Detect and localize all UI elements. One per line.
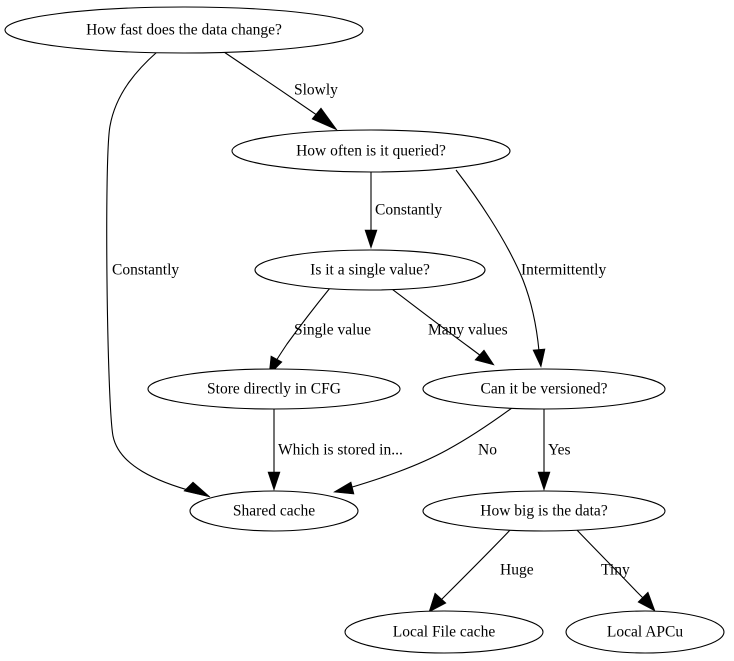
- node-label: How often is it queried?: [296, 143, 446, 160]
- edge-label: Single value: [294, 322, 371, 339]
- node-label: How big is the data?: [480, 503, 608, 520]
- node-ellipse[interactable]: [231, 129, 511, 173]
- node-file_cache[interactable]: Local File cache: [344, 610, 544, 654]
- edges-layer: [106, 51, 656, 613]
- edge-e_which_stored: [267, 409, 281, 491]
- node-ellipse[interactable]: [147, 368, 401, 410]
- arrowhead-icon: [364, 229, 378, 249]
- arrowhead-icon: [532, 348, 546, 368]
- edge-labels-layer: ConstantlySlowlyConstantlyIntermittently…: [112, 82, 630, 579]
- arrowhead-icon: [311, 107, 338, 131]
- node-ellipse[interactable]: [565, 610, 725, 654]
- node-ellipse[interactable]: [189, 490, 359, 532]
- edge-label: Tiny: [601, 562, 630, 579]
- node-single[interactable]: Is it a single value?: [254, 249, 486, 291]
- edge-label: Slowly: [294, 82, 338, 99]
- node-label: Is it a single value?: [310, 262, 430, 279]
- node-versioned[interactable]: Can it be versioned?: [422, 368, 666, 410]
- node-shared[interactable]: Shared cache: [189, 490, 359, 532]
- edge-e_no: [333, 404, 517, 495]
- edge-line: [455, 169, 540, 352]
- edge-e_tiny: [574, 527, 656, 612]
- edge-label: Constantly: [375, 202, 442, 219]
- nodes-layer: How fast does the data change? How often …: [4, 6, 725, 654]
- edge-label: Constantly: [112, 262, 179, 279]
- edge-e_constantly_root: [106, 51, 211, 498]
- node-ellipse[interactable]: [4, 6, 364, 54]
- node-label: How fast does the data change?: [86, 22, 282, 39]
- edge-e_many_values: [391, 288, 495, 366]
- node-ellipse[interactable]: [422, 490, 666, 532]
- edge-label: No: [478, 442, 497, 459]
- node-store_cfg[interactable]: Store directly in CFG: [147, 368, 401, 410]
- node-label: Local File cache: [393, 624, 496, 641]
- node-label: Local APCu: [607, 624, 683, 641]
- arrowhead-icon: [474, 349, 495, 366]
- edge-line: [391, 288, 482, 357]
- edge-label: Yes: [548, 442, 571, 459]
- edge-line: [439, 527, 513, 602]
- edge-label: Huge: [500, 562, 534, 579]
- node-ellipse[interactable]: [254, 249, 486, 291]
- node-how_fast[interactable]: How fast does the data change?: [4, 6, 364, 54]
- arrowhead-icon: [267, 471, 281, 491]
- node-ellipse[interactable]: [344, 610, 544, 654]
- node-label: Can it be versioned?: [481, 381, 608, 398]
- node-apcu[interactable]: Local APCu: [565, 610, 725, 654]
- edge-line: [106, 51, 196, 493]
- edge-e_constantly_2: [364, 172, 378, 249]
- node-how_often[interactable]: How often is it queried?: [231, 129, 511, 173]
- arrowhead-icon: [428, 592, 447, 613]
- edge-label: Which is stored in...: [278, 442, 403, 459]
- node-label: Store directly in CFG: [207, 381, 341, 398]
- edge-line: [574, 527, 646, 601]
- edge-e_slowly: [223, 51, 338, 131]
- arrowhead-icon: [183, 481, 211, 498]
- arrowhead-icon: [537, 471, 551, 491]
- arrowhead-icon: [637, 591, 656, 612]
- node-label: Shared cache: [233, 503, 315, 520]
- edge-e_intermittently: [455, 169, 546, 368]
- edge-line: [275, 287, 331, 362]
- edge-label: Intermittently: [521, 262, 606, 279]
- edge-line: [348, 404, 517, 489]
- node-ellipse[interactable]: [422, 368, 666, 410]
- edge-e_yes: [537, 409, 551, 491]
- node-how_big[interactable]: How big is the data?: [422, 490, 666, 532]
- arrowhead-icon: [333, 481, 355, 495]
- edge-label: Many values: [428, 322, 508, 339]
- edge-e_huge: [428, 527, 513, 613]
